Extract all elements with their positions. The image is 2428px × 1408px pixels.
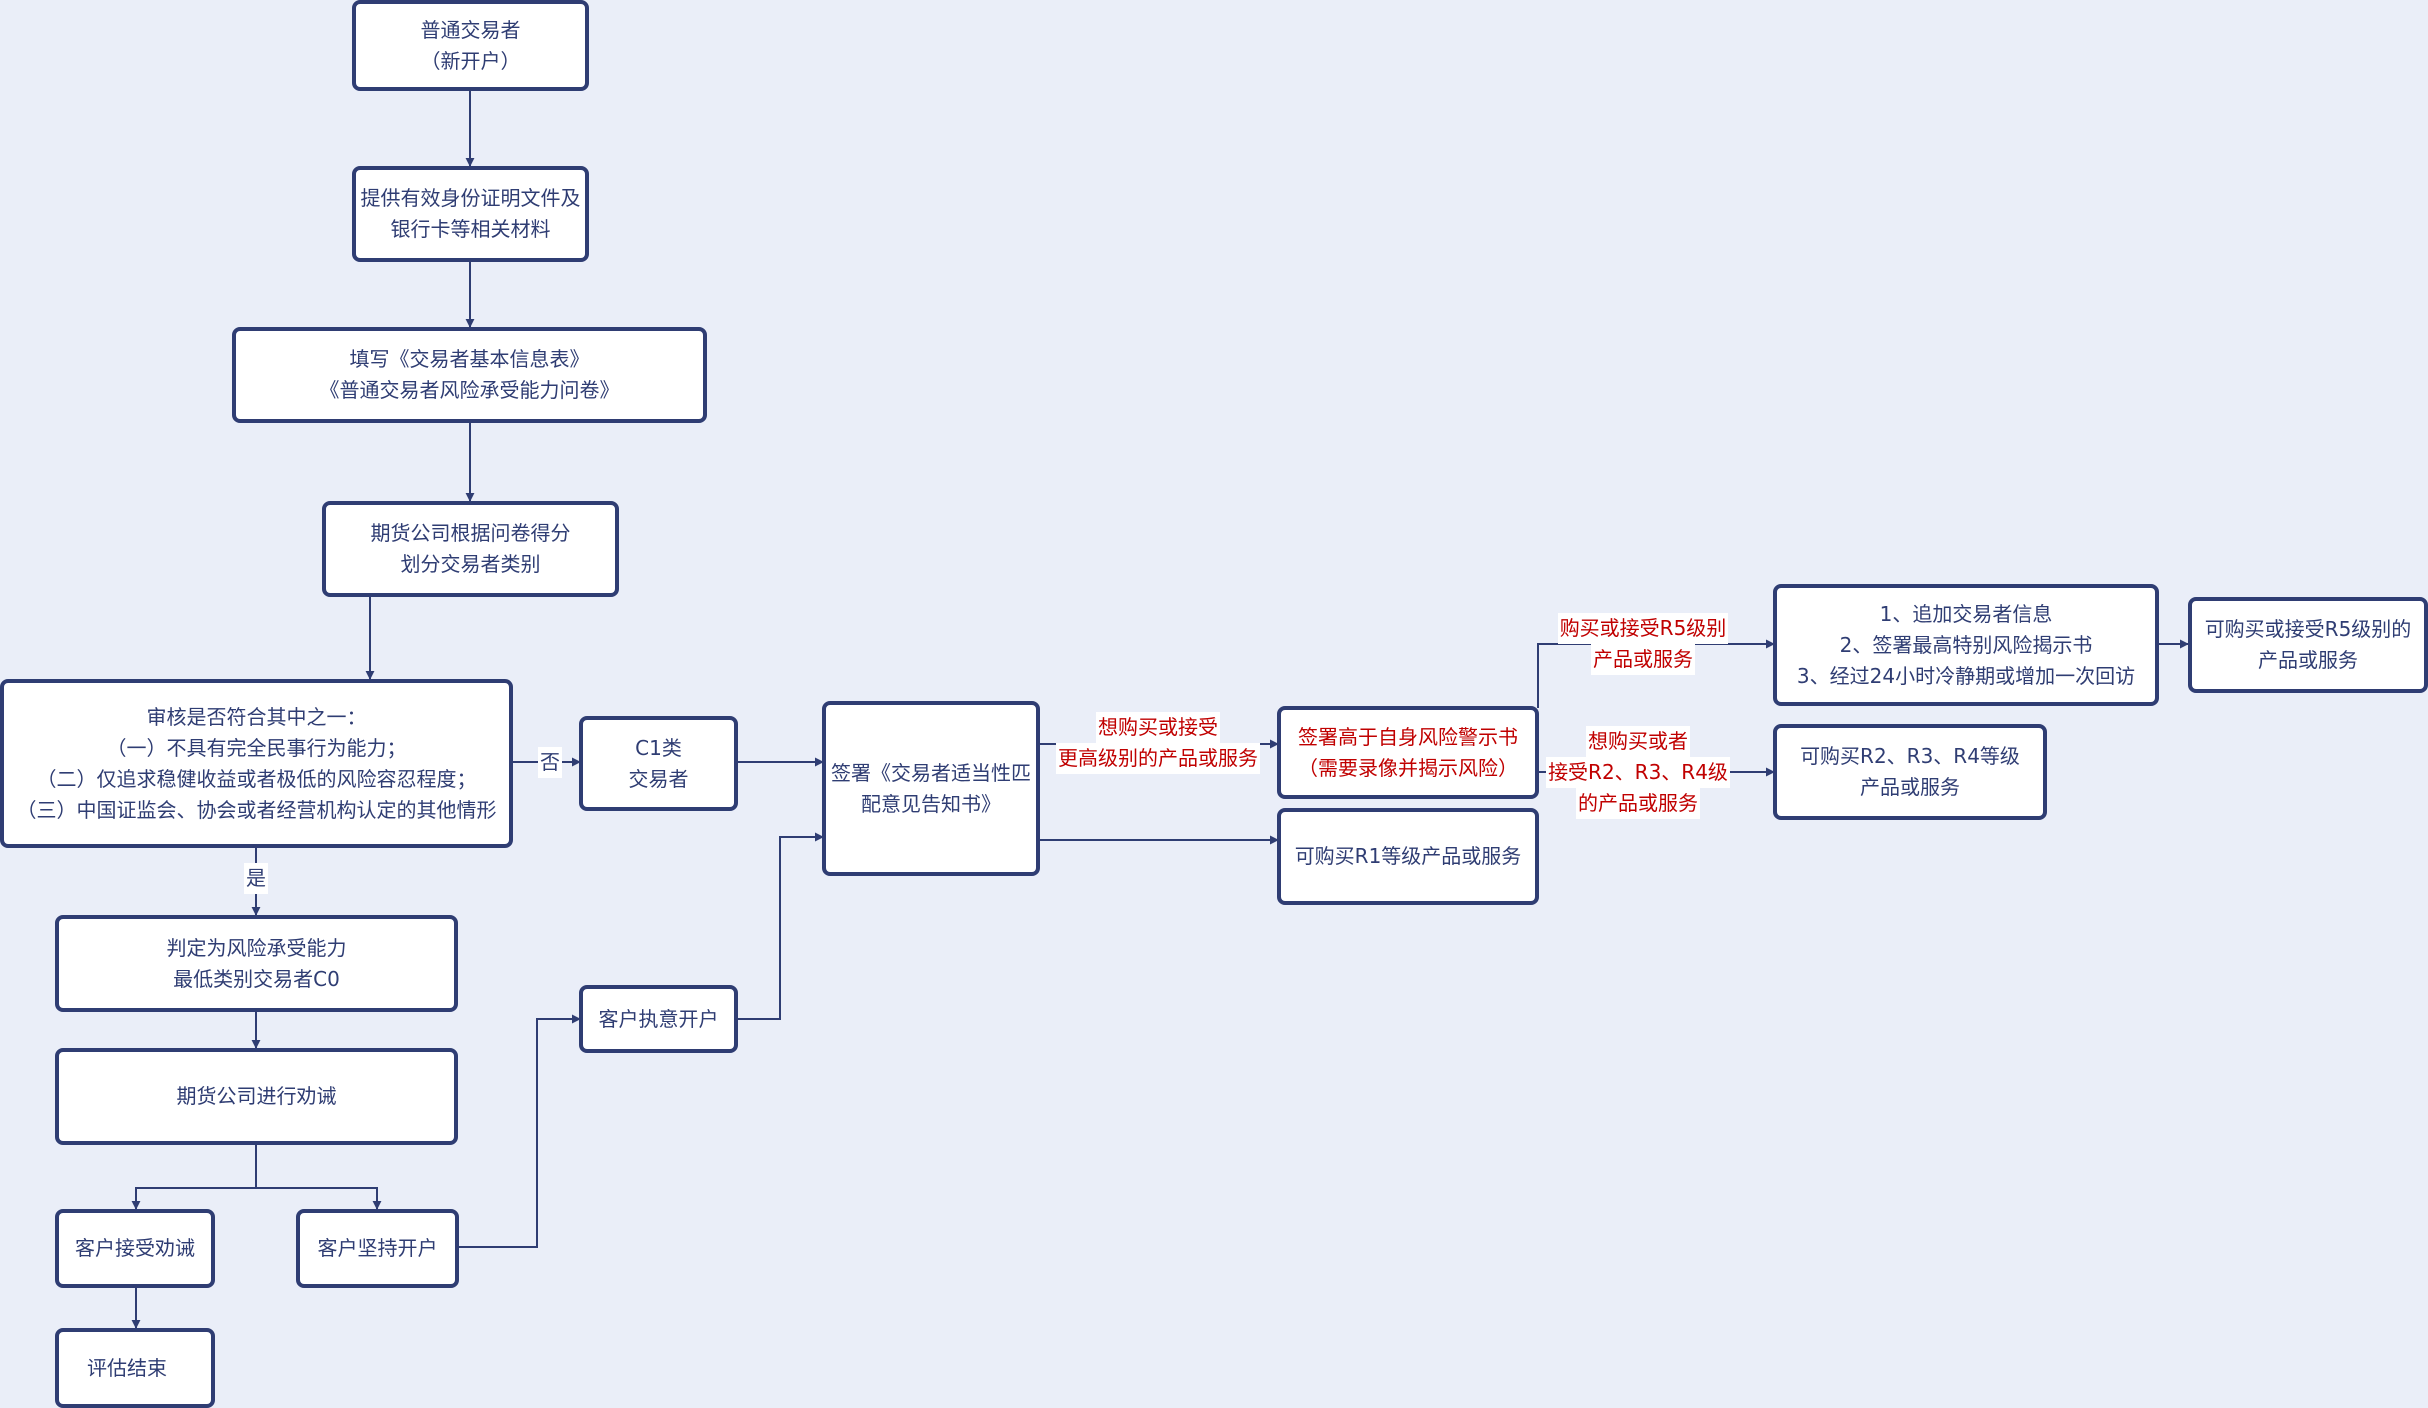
- node-text: （一）不具有完全民事行为能力；: [106, 735, 407, 760]
- node-text: 可购买R1等级产品或服务: [1294, 844, 1522, 868]
- node-text: 可购买或接受R5级别的: [2204, 617, 2412, 641]
- edge-label-r234: 想购买或者 接受R2、R3、R4级 的产品或服务: [1546, 724, 1730, 820]
- edge-n14-n16: [1537, 639, 1775, 708]
- node-text: 期货公司根据问卷得分: [370, 521, 571, 545]
- node-text: 客户执意开户: [598, 1006, 719, 1031]
- node-text: 《普通交易者风险承受能力问卷》: [319, 378, 620, 402]
- edge-label-text: 想购买或者: [1586, 725, 1690, 757]
- edge-label-text: 是: [244, 862, 268, 894]
- edge-label-want-higher: 想购买或接受 更高级别的产品或服务: [1040, 710, 1276, 776]
- node-r234-products[interactable]: 可购买R2、R3、R4等级 产品或服务: [1773, 724, 2047, 820]
- node-text: 普通交易者: [420, 17, 521, 42]
- edge-n7-n10: [256, 1187, 382, 1210]
- node-text: 2、签署最高特别风险揭示书: [1839, 632, 2093, 657]
- edge-label-text: 产品或服务: [1591, 644, 1695, 675]
- node-c0-trader[interactable]: 判定为风险承受能力 最低类别交易者C0: [55, 915, 458, 1012]
- node-text: （三）中国证监会、协会或者经营机构认定的其他情形: [16, 797, 497, 822]
- node-text: 客户接受劝诫: [75, 1236, 195, 1260]
- node-client-accepts[interactable]: 客户接受劝诫: [55, 1209, 215, 1288]
- node-review-criteria[interactable]: 审核是否符合其中之一： （一）不具有完全民事行为能力； （二）仅追求稳健收益或者…: [0, 679, 513, 848]
- node-sign-risk-warning[interactable]: 签署高于自身风险警示书 （需要录像并揭示风险）: [1277, 706, 1539, 799]
- edge-label-text: 想购买或接受: [1096, 712, 1220, 743]
- node-text: 银行卡等相关材料: [390, 217, 551, 241]
- node-text: 审核是否符合其中之一：: [146, 704, 367, 729]
- node-text: 配意见告知书》: [861, 791, 1001, 816]
- node-r5-products[interactable]: 可购买或接受R5级别的 产品或服务: [2188, 597, 2428, 693]
- node-text: 产品或服务: [1860, 775, 1960, 799]
- node-text: （二）仅追求稳健收益或者极低的风险容忍程度；: [36, 766, 477, 791]
- node-text: 签署高于自身风险警示书: [1298, 724, 1518, 749]
- edge-label-r5: 购买或接受R5级别 产品或服务: [1548, 611, 1738, 677]
- node-text: 划分交易者类别: [400, 552, 541, 576]
- node-text: 判定为风险承受能力: [166, 935, 347, 960]
- node-text: 期货公司进行劝诫: [176, 1084, 337, 1108]
- node-text: 提供有效身份证明文件及: [360, 186, 581, 210]
- node-text: 客户坚持开户: [317, 1236, 438, 1260]
- edge-label-text: 否: [538, 746, 562, 778]
- node-client-persists[interactable]: 客户执意开户: [579, 985, 738, 1053]
- node-text: （需要录像并揭示风险）: [1298, 755, 1518, 780]
- node-text: 可购买R2、R3、R4等级: [1800, 744, 2020, 768]
- node-text: 填写《交易者基本信息表》: [349, 347, 590, 371]
- node-r1-products[interactable]: 可购买R1等级产品或服务: [1277, 808, 1539, 905]
- node-classify-trader[interactable]: 期货公司根据问卷得分 划分交易者类别: [322, 501, 619, 597]
- node-r5-requirements[interactable]: 1、追加交易者信息 2、签署最高特别风险揭示书 3、经过24小时冷静期或增加一次…: [1773, 584, 2159, 706]
- node-text: C1类: [635, 735, 682, 760]
- node-c1-trader[interactable]: C1类 交易者: [579, 716, 738, 811]
- node-fill-forms[interactable]: 填写《交易者基本信息表》 《普通交易者风险承受能力问卷》: [232, 327, 707, 423]
- node-text: 最低类别交易者C0: [173, 966, 340, 991]
- node-text: 1、追加交易者信息: [1879, 601, 2053, 626]
- node-provide-documents[interactable]: 提供有效身份证明文件及 银行卡等相关材料: [352, 166, 589, 262]
- node-text: 评估结束: [87, 1355, 167, 1380]
- node-text: 签署《交易者适当性匹: [831, 760, 1031, 785]
- node-sign-suitability[interactable]: 签署《交易者适当性匹 配意见告知书》: [822, 701, 1040, 876]
- node-assessment-end[interactable]: 评估结束: [55, 1328, 215, 1408]
- node-text: 交易者: [628, 766, 689, 791]
- node-admonish[interactable]: 期货公司进行劝诫: [55, 1048, 458, 1145]
- edge-n7-split: [131, 1144, 257, 1210]
- node-client-insists[interactable]: 客户坚持开户: [296, 1209, 459, 1288]
- node-ordinary-trader[interactable]: 普通交易者 （新开户）: [352, 0, 589, 91]
- edge-label-text: 接受R2、R3、R4级: [1546, 756, 1730, 788]
- edge-n11-n13: [737, 832, 824, 1020]
- edge-label-text: 购买或接受R5级别: [1557, 613, 1729, 644]
- node-text: （新开户）: [420, 48, 521, 73]
- node-text: 3、经过24小时冷静期或增加一次回访: [1796, 663, 2136, 688]
- edge-label-no: 否: [532, 745, 568, 779]
- node-text: 产品或服务: [2258, 648, 2358, 672]
- edge-n10-n11: [458, 1014, 581, 1248]
- edge-label-yes: 是: [238, 861, 274, 895]
- edge-label-text: 更高级别的产品或服务: [1056, 743, 1260, 774]
- edge-label-text: 的产品或服务: [1576, 787, 1700, 819]
